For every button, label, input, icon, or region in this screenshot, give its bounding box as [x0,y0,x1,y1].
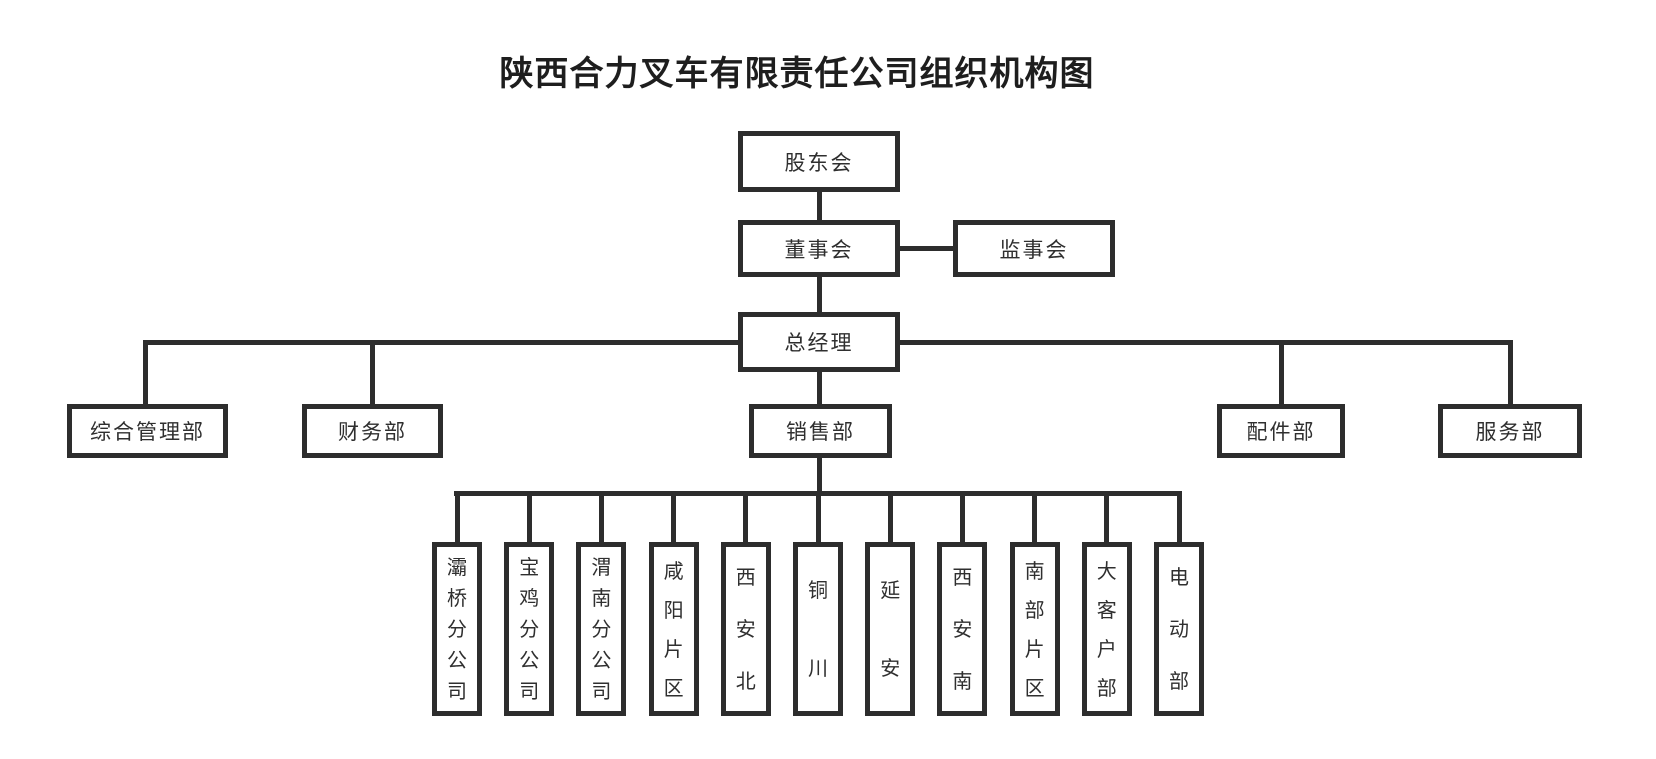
connector-sales-unit-drop [1176,491,1182,542]
connector-sales-unit-drop [454,491,460,542]
sales-unit-box: 大客户部 [1081,542,1132,716]
sales-unit-char: 鸡 [519,585,540,610]
node-board: 董事会 [738,220,900,277]
sales-unit-char: 延 [880,578,901,602]
connector-drop-parts [1279,340,1284,404]
sales-unit-char: 客 [1096,597,1117,622]
sales-unit-char: 咸 [663,558,684,583]
sales-unit-char: 南 [1024,558,1045,583]
sales-unit-char: 分 [447,616,467,641]
connector-sales-unit-drop [671,491,677,542]
sales-unit-box: 宝鸡分公司 [504,542,555,716]
sales-unit-box: 西安北 [720,542,771,716]
connector-sales-unit-drop [743,491,749,542]
sales-unit-char: 灞 [447,554,467,579]
node-shareholders: 股东会 [738,131,900,192]
sales-unit-char: 部 [1169,669,1189,693]
sales-unit-box: 咸阳片区 [648,542,699,716]
sales-unit-char: 片 [1024,636,1045,661]
sales-unit-char: 铜 [808,578,828,602]
connector-sales-unit-drop [598,491,604,542]
sales-unit-char: 桥 [447,585,467,610]
sales-unit-char: 南 [591,585,612,610]
sales-unit-char: 区 [663,675,684,700]
sales-unit-box: 电动部 [1154,542,1204,716]
connector-drop-service [1508,340,1513,404]
connector-shareholders-board [817,191,822,220]
sales-unit-box: 渭南分公司 [576,542,627,716]
sales-unit-char: 大 [1096,558,1117,583]
sales-unit-char: 南 [952,669,973,693]
sales-unit-char: 公 [447,648,467,673]
connector-board-supervisors [900,246,953,251]
node-general-manager: 总经理 [738,312,900,372]
sales-unit-char: 西 [735,565,756,589]
sales-unit-char: 区 [1024,675,1045,700]
connector-trunk-right [900,340,1513,345]
sales-unit-char: 公 [591,648,612,673]
sales-unit-char: 安 [880,656,901,680]
sales-unit-char: 西 [952,565,973,589]
sales-unit-char: 动 [1169,617,1189,641]
sales-unit-char: 户 [1096,636,1117,661]
connector-drop-general-admin [143,340,148,404]
sales-unit-char: 宝 [519,554,540,579]
sales-unit-box: 铜川 [793,542,843,716]
sales-unit-box: 灞桥分公司 [432,542,482,716]
sales-unit-char: 分 [519,616,540,641]
sales-unit-char: 北 [735,669,756,693]
sales-unit-char: 司 [519,679,540,704]
sales-unit-char: 司 [591,679,612,704]
sales-unit-char: 公 [519,648,540,673]
sales-unit-box: 南部片区 [1009,542,1060,716]
sales-unit-box: 西安南 [937,542,988,716]
connector-trunk-left [143,340,738,345]
connector-sales-unit-drop [887,491,893,542]
sales-unit-char: 川 [808,656,828,680]
sales-unit-box: 延安 [865,542,916,716]
sales-unit-char: 渭 [591,554,612,579]
sales-unit-char: 电 [1169,565,1189,589]
node-dept-service: 服务部 [1438,404,1582,458]
sales-unit-char: 片 [663,636,684,661]
chart-title: 陕西合力叉车有限责任公司组织机构图 [499,54,1095,94]
sales-unit-char: 司 [447,679,467,704]
node-dept-parts: 配件部 [1217,404,1345,458]
node-dept-sales: 销售部 [749,404,892,458]
connector-drop-finance [370,340,375,404]
node-dept-finance: 财务部 [302,404,443,458]
connector-sales-unit-drop [526,491,532,542]
connector-board-gm [817,277,822,312]
connector-gm-sales [817,372,822,404]
sales-unit-char: 分 [591,616,612,641]
sales-unit-char: 部 [1096,675,1117,700]
connector-sales-unit-drop [815,491,821,542]
connector-sales-unit-drop [959,491,965,542]
node-supervisors: 监事会 [953,220,1115,277]
sales-unit-char: 安 [735,617,756,641]
connector-sales-unit-drop [1032,491,1038,542]
sales-unit-char: 安 [952,617,973,641]
sales-unit-char: 阳 [663,597,684,622]
connector-sales-unit-drop [1104,491,1110,542]
node-dept-general-admin: 综合管理部 [67,404,228,458]
connector-sales-to-bar [817,458,822,491]
sales-unit-char: 部 [1024,597,1045,622]
